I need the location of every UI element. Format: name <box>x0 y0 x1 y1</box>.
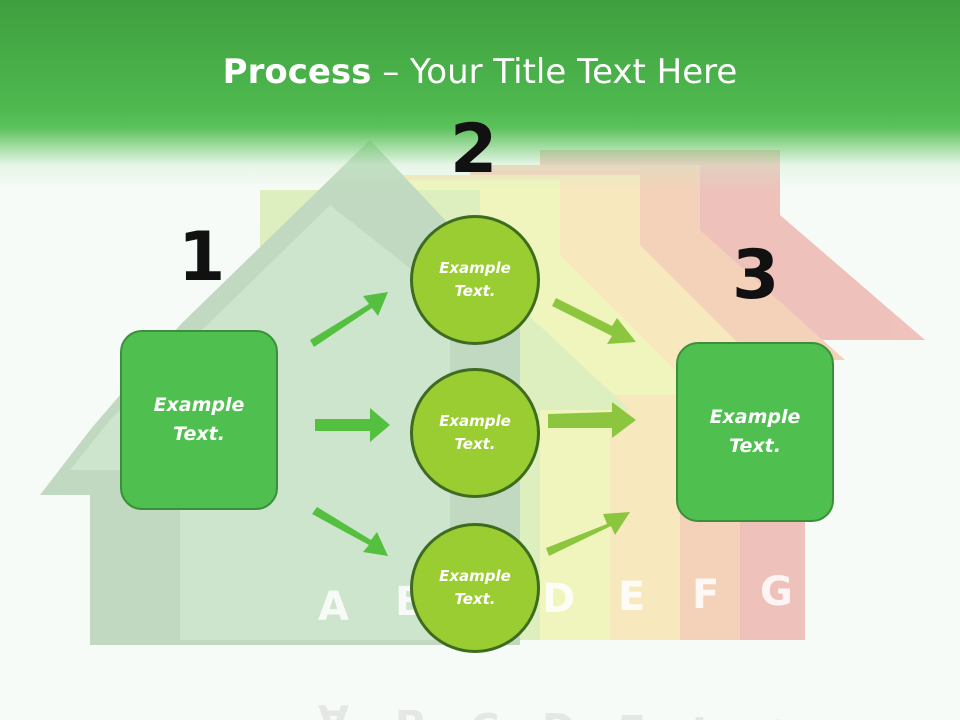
arrow-right-icon <box>315 408 390 442</box>
arrow-right-down-icon <box>552 298 636 344</box>
arrow-right-down-icon <box>312 507 388 556</box>
arrow-right-icon <box>548 402 636 438</box>
step-number-2: 2 <box>450 110 498 189</box>
energy-letter-reflection: G <box>760 710 793 720</box>
arrow-right-up-icon <box>546 512 630 556</box>
energy-letter-reflection: B <box>395 700 426 720</box>
box-text-line: Text. <box>173 423 225 445</box>
energy-letter-reflection: C <box>470 703 499 720</box>
box-text-line: Example <box>709 406 801 428</box>
slide-title: Process – Your Title Text Here <box>0 52 960 92</box>
circle-text-line: Example <box>439 259 511 277</box>
box-text-line: Text. <box>729 435 781 457</box>
energy-letter: D <box>542 576 575 622</box>
step-number-1: 1 <box>178 218 226 297</box>
energy-letter-reflection: A <box>318 695 349 720</box>
circle-text-line: Text. <box>454 590 496 608</box>
step-number-3: 3 <box>732 236 780 315</box>
circle-text-line: Text. <box>454 282 496 300</box>
energy-letter: E <box>618 574 645 620</box>
arrow-right-up-icon <box>310 292 388 347</box>
circle-text-line: Example <box>439 412 511 430</box>
energy-letter-reflection: F <box>692 707 719 720</box>
header-band <box>0 0 960 190</box>
energy-letter: G <box>760 569 793 615</box>
title-rest: Your Title Text Here <box>410 52 738 92</box>
energy-letter: F <box>692 572 719 618</box>
title-dash: – <box>371 52 411 92</box>
circle-text-line: Example <box>439 567 511 585</box>
box-text-line: Example <box>153 394 245 416</box>
energy-letter-reflection: E <box>618 705 645 720</box>
title-bold: Process <box>222 52 372 92</box>
energy-letter-reflection: D <box>542 703 575 720</box>
circle-text-line: Text. <box>454 435 496 453</box>
energy-letter: A <box>318 584 349 630</box>
